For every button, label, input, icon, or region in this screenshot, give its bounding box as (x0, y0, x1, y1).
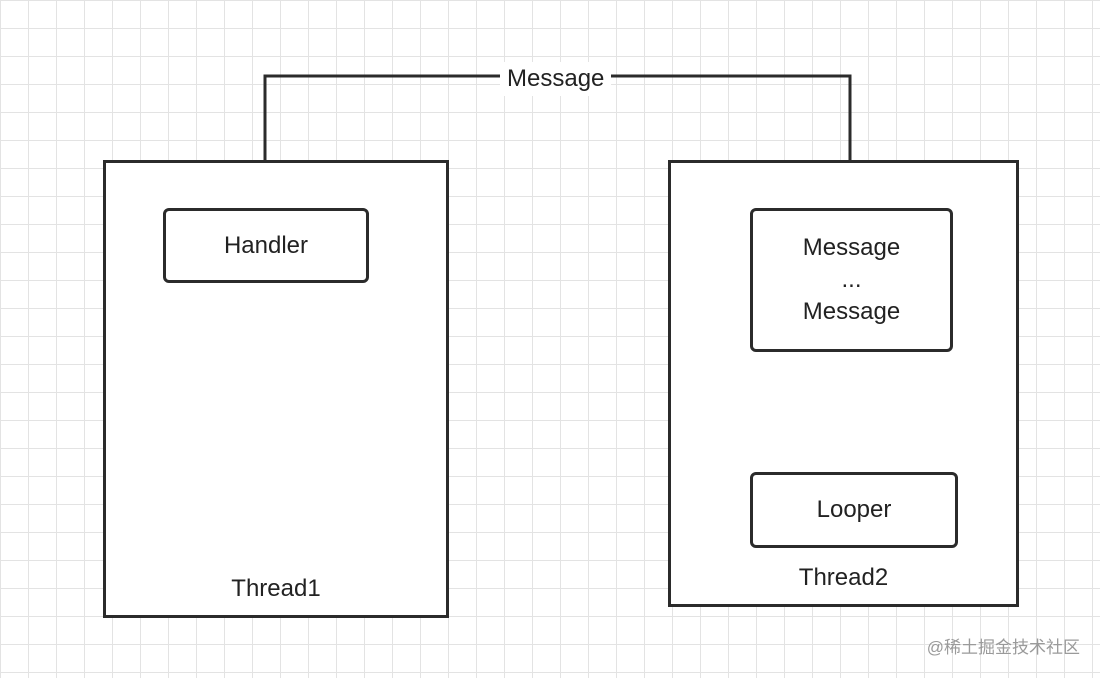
queue-message-last: Message (802, 298, 901, 325)
looper-label: Looper (816, 496, 892, 523)
message-connector-label: Message (500, 62, 612, 96)
looper-node: Looper (750, 472, 958, 548)
handler-label: Handler (223, 231, 309, 259)
message-queue-node: Message ... Message (750, 208, 953, 352)
watermark: @稀土掘金技术社区 (926, 638, 1080, 657)
queue-ellipsis: ... (841, 266, 862, 293)
handler-node: Handler (163, 208, 369, 283)
thread1-label: Thread1 (231, 575, 321, 602)
thread2-label: Thread2 (798, 564, 889, 591)
queue-message-first: Message (802, 234, 901, 261)
message-queue-list: Message ... Message (803, 232, 900, 328)
